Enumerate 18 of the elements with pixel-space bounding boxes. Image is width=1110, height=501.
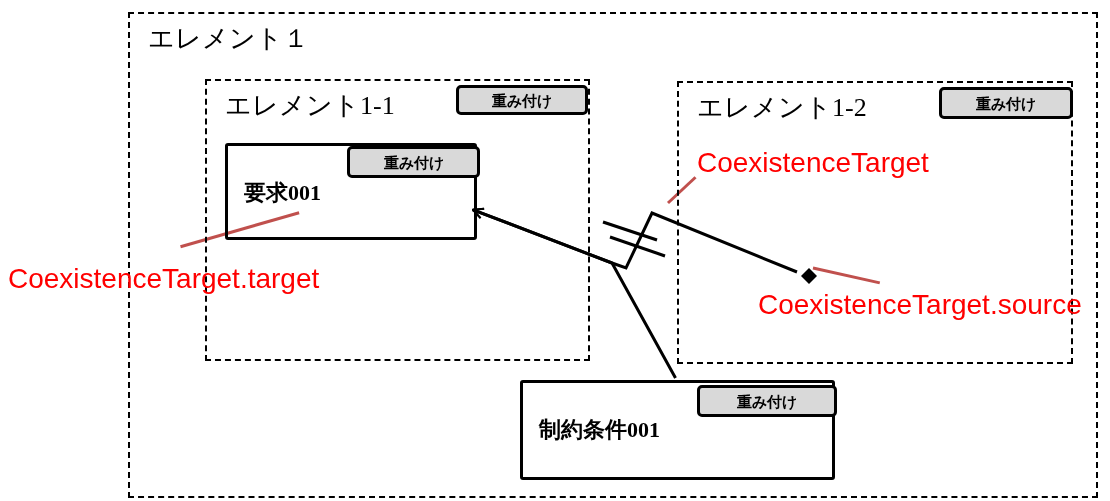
leader-line: [666, 176, 697, 205]
group-title: エレメント1-2: [697, 95, 867, 121]
group-title: エレメント１: [148, 26, 309, 52]
element-name: 要求001: [244, 182, 321, 204]
connector-arrow: [472, 207, 677, 379]
element-box: [225, 143, 477, 240]
callout-label: CoexistenceTarget: [697, 149, 929, 177]
weighting-badge: 重み付け: [347, 146, 480, 178]
weighting-badge: 重み付け: [939, 87, 1073, 119]
callout-label: CoexistenceTarget.source: [758, 291, 1082, 319]
element-box: [520, 380, 835, 480]
group-title: エレメント1-1: [225, 93, 395, 119]
element-name: 制約条件001: [539, 419, 660, 441]
weighting-badge: 重み付け: [697, 385, 837, 417]
leader-line: [812, 266, 881, 285]
diamond-marker: [801, 268, 817, 284]
weighting-badge: 重み付け: [456, 85, 588, 115]
leader-line: [180, 211, 300, 249]
